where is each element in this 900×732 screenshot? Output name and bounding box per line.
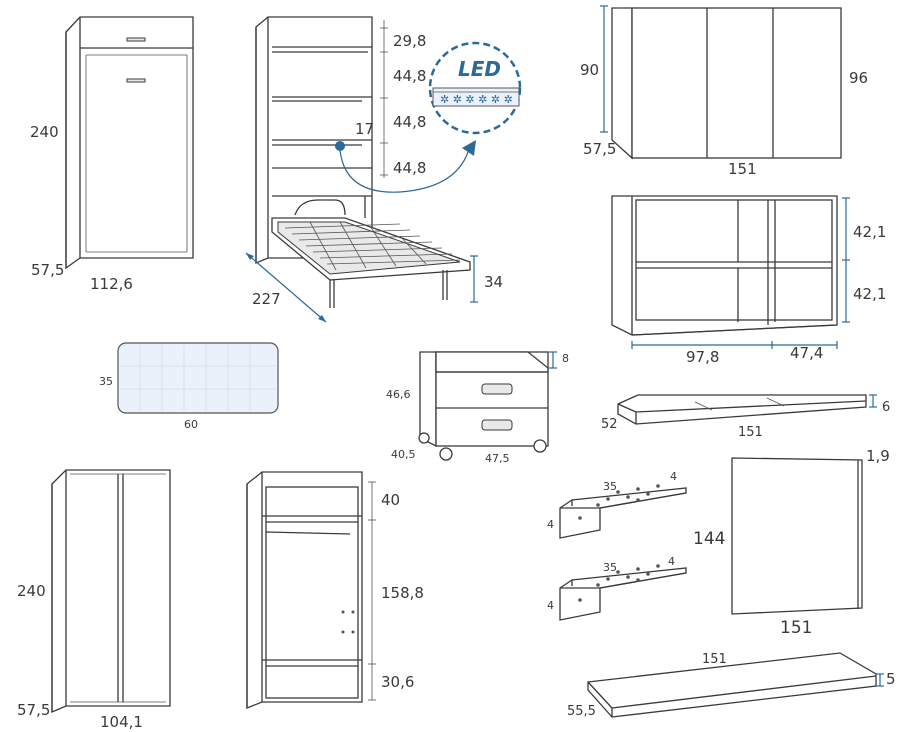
bracket-upper-side: 4	[547, 518, 554, 531]
nightstand: 8 46,6 40,5 47,5	[386, 351, 569, 465]
wardrobe-closed-height: 240	[17, 582, 46, 600]
drawer-handle-icon	[481, 383, 513, 395]
desk-depth: 55,5	[567, 704, 596, 719]
bracket-lower: 35 4 4	[547, 555, 687, 621]
svg-text:✲ ✲ ✲ ✲ ✲ ✲: ✲ ✲ ✲ ✲ ✲ ✲	[440, 93, 513, 106]
bed-height-dim: 34	[484, 273, 503, 291]
tray-depth: 52	[601, 417, 618, 432]
shelf-depth-dim: 17	[355, 120, 374, 138]
led-panel-width: 60	[184, 418, 198, 431]
wall-cabinet-height: 90	[580, 61, 599, 79]
wall-cabinet-depth: 57,5	[583, 140, 616, 158]
wall-cabinet: 90 57,5 96 151	[580, 5, 868, 178]
wall-cabinet-width: 151	[728, 160, 757, 178]
shelf-1-dim: 44,8	[393, 67, 426, 85]
led-panel: 35 60	[99, 342, 279, 431]
shelf-row-bottom: 42,1	[853, 285, 886, 303]
bed-closed-width: 112,6	[90, 275, 133, 293]
bed-cabinet-closed: 240 57,5 112,6	[30, 16, 194, 293]
wardrobe-closed-depth: 57,5	[17, 701, 50, 719]
wheel-icon	[533, 439, 547, 453]
bracket-upper: 35 4 4	[547, 470, 687, 539]
nightstand-top-height: 8	[562, 352, 569, 365]
mirror-thickness: 1,9	[866, 447, 890, 465]
handle-icon	[126, 78, 146, 83]
nightstand-height: 46,6	[386, 388, 411, 401]
bracket-lower-depth: 4	[668, 555, 675, 568]
bracket-upper-length: 35	[603, 480, 617, 493]
wardrobe-middle-dim: 158,8	[381, 584, 424, 602]
wardrobe-bottom-dim: 30,6	[381, 673, 414, 691]
mirror-height: 144	[693, 529, 725, 549]
tray-width: 151	[738, 425, 763, 440]
drawer-handle-icon	[126, 37, 146, 42]
nightstand-width: 47,5	[485, 452, 510, 465]
open-shelf: 42,1 42,1 97,8 47,4	[611, 195, 886, 366]
wheel-icon	[439, 447, 453, 461]
shelf-row-top: 42,1	[853, 223, 886, 241]
desk-top: 5 151 55,5	[567, 652, 896, 719]
desk-width: 151	[702, 652, 727, 667]
bed-length-dim: 227	[252, 290, 281, 308]
mirror: 1,9 144 151	[693, 447, 890, 638]
led-point-icon	[335, 141, 345, 151]
tray-height: 6	[882, 400, 890, 415]
bracket-lower-length: 35	[603, 561, 617, 574]
led-label: LED	[458, 57, 501, 81]
bed-cabinet-open: ✲ ✲ ✲ ✲ ✲ ✲ LED 29,8 44,8 44,8 44,8 17 2…	[245, 16, 522, 323]
bed-closed-height: 240	[30, 123, 59, 141]
tray: 6 52 151	[601, 394, 890, 440]
wardrobe-top-dim: 40	[381, 491, 400, 509]
wardrobe-closed-width: 104,1	[100, 713, 143, 731]
bed-closed-depth: 57,5	[31, 261, 64, 279]
wardrobe-open: 40 158,8 30,6	[246, 471, 424, 709]
shelf-3-dim: 44,8	[393, 159, 426, 177]
led-panel-height: 35	[99, 375, 113, 388]
mirror-width: 151	[780, 618, 812, 638]
wall-cabinet-total-height: 96	[849, 69, 868, 87]
drawer-handle-icon	[481, 419, 513, 431]
desk-thickness: 5	[886, 670, 896, 688]
wardrobe-closed: 240 57,5 104,1	[17, 469, 171, 731]
shelf-top-dim: 29,8	[393, 32, 426, 50]
nightstand-depth: 40,5	[391, 448, 416, 461]
shelf-2-dim: 44,8	[393, 113, 426, 131]
led-star-icons: ✲ ✲ ✲ ✲ ✲ ✲	[440, 93, 513, 106]
bracket-lower-side: 4	[547, 599, 554, 612]
wheel-icon	[418, 432, 430, 444]
shelf-width-left: 97,8	[686, 348, 719, 366]
shelf-width-right: 47,4	[790, 344, 823, 362]
bracket-upper-depth: 4	[670, 470, 677, 483]
